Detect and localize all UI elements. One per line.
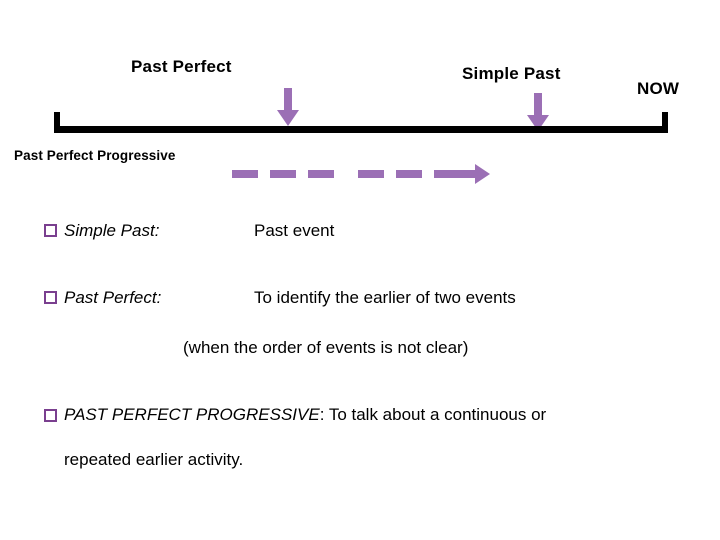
bullet-marker (44, 224, 57, 237)
bullet-definition-past-perfect-progressive: : To talk about a continuous or (319, 405, 547, 424)
bullet-term-simple-past: Simple Past: (64, 221, 160, 240)
arrow-shaft (534, 93, 542, 117)
bullet-term-past-perfect-progressive: PAST PERFECT PROGRESSIVE (64, 405, 320, 424)
bullet-term-past-perfect: Past Perfect: (64, 288, 162, 307)
timeline-label-past-perfect-progressive: Past Perfect Progressive (14, 148, 176, 163)
dash-segment (358, 170, 384, 178)
dash-segment (308, 170, 334, 178)
arrow-head (475, 164, 490, 184)
timeline-left-endpoint (54, 112, 60, 133)
bullet-note-past-perfect: (when the order of events is not clear) (183, 338, 469, 357)
bullet-definition-past-perfect: To identify the earlier of two events (254, 288, 516, 307)
bullet-text-past-perfect-progressive-line2: repeated earlier activity. (64, 450, 244, 469)
arrow-head (277, 110, 299, 126)
dash-segment (434, 170, 460, 178)
bullet-definition-simple-past: Past event (254, 221, 335, 240)
dash-segment (270, 170, 296, 178)
timeline-label-now: NOW (637, 79, 680, 98)
dash-segment (232, 170, 258, 178)
timeline-right-endpoint (662, 112, 668, 133)
timeline-line (54, 126, 668, 133)
bullet-marker (44, 291, 57, 304)
arrow-shaft (460, 170, 476, 178)
timeline-bar (54, 112, 668, 135)
dash-segment (396, 170, 422, 178)
dashed-right-arrow-icon (232, 164, 490, 188)
timeline-label-simple-past: Simple Past (462, 64, 561, 83)
arrow-shaft (284, 88, 292, 112)
down-arrow-icon-past-perfect (277, 88, 299, 126)
bullet-marker (44, 409, 57, 422)
timeline-label-past-perfect: Past Perfect (131, 57, 232, 76)
bullet-text-past-perfect-progressive-line1: PAST PERFECT PROGRESSIVE: To talk about … (64, 405, 546, 425)
